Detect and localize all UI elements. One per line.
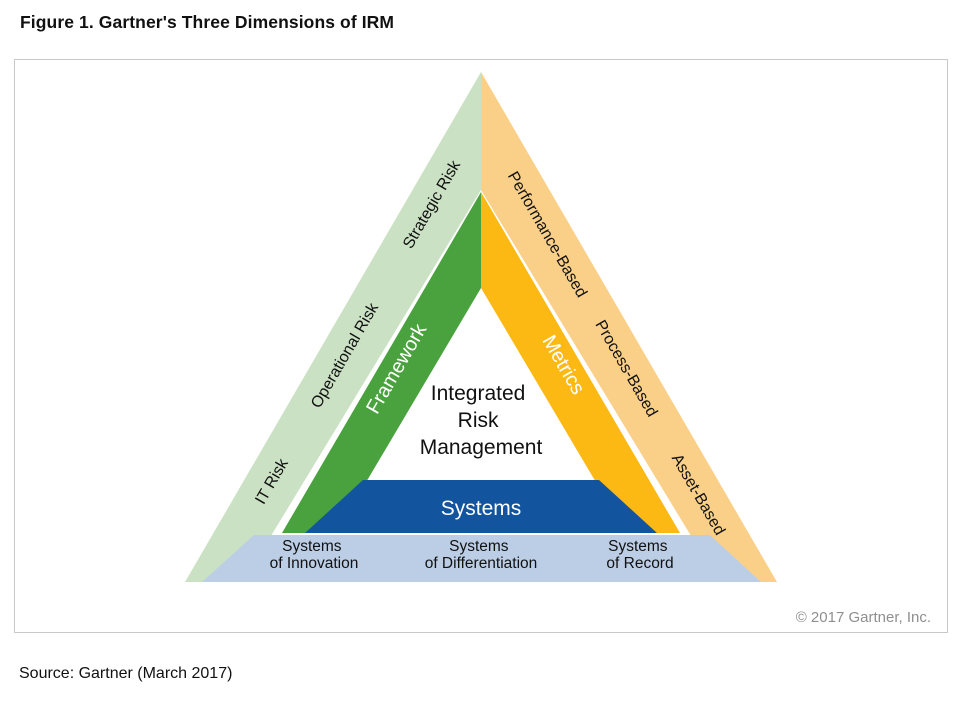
systems-of-record-line2: of Record [606, 555, 673, 572]
label-systems-of-innovation: Systems of Innovation [270, 538, 359, 572]
systems-of-record-line1: Systems [608, 538, 668, 555]
label-systems-of-record: Systems of Record [606, 538, 673, 572]
systems-band [305, 480, 657, 533]
figure-title: Figure 1. Gartner's Three Dimensions of … [20, 12, 395, 32]
center-title: Integrated Risk Management [420, 382, 543, 459]
metrics-band [481, 192, 680, 533]
copyright-note: © 2017 Gartner, Inc. [795, 609, 931, 626]
systems-outer-band [202, 535, 761, 582]
systems-of-innovation-line2: of Innovation [270, 555, 359, 572]
framework-outer-band [185, 72, 481, 582]
center-title-line2: Risk [458, 409, 499, 432]
systems-of-differentiation-line1: Systems [449, 538, 509, 555]
systems-of-innovation-line1: Systems [282, 538, 342, 555]
systems-of-differentiation-line2: of Differentiation [425, 555, 538, 572]
framework-band [282, 192, 481, 533]
label-systems-of-differentiation: Systems of Differentiation [425, 538, 538, 572]
label-systems: Systems [441, 497, 522, 520]
metrics-outer-band [481, 72, 777, 582]
source-note: Source: Gartner (March 2017) [19, 665, 233, 682]
center-title-line3: Management [420, 436, 543, 459]
center-title-line1: Integrated [431, 382, 526, 405]
